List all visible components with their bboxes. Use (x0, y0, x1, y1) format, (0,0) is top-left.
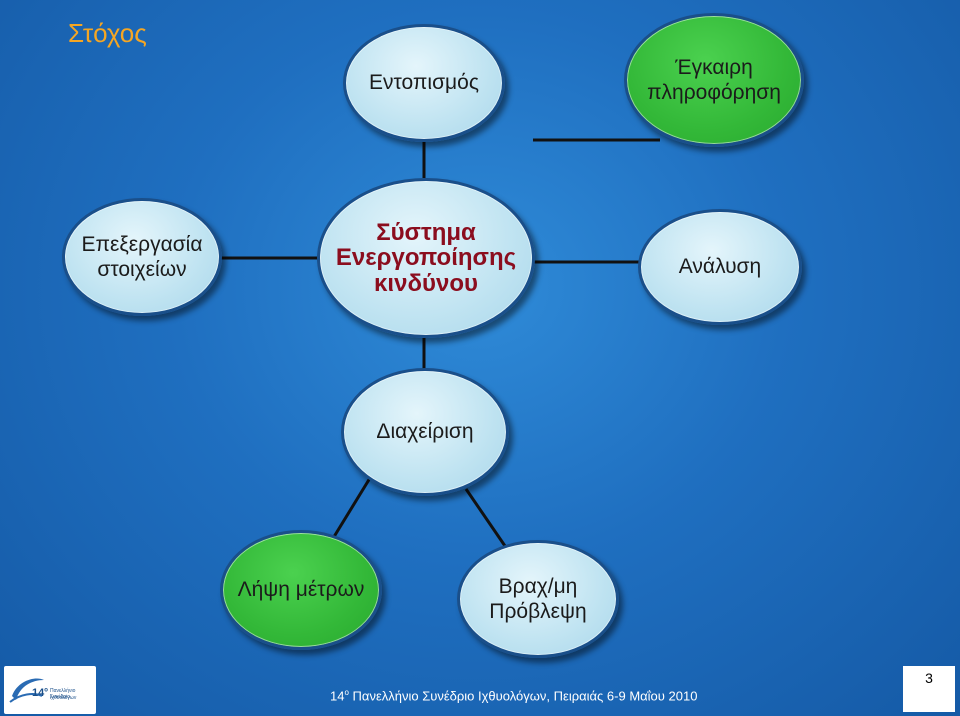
logo-number: 14ο (32, 687, 48, 699)
page-number: 3 (903, 666, 955, 712)
node-vraxmi-provlepsi: Βραχ/μη Πρόβλεψη (457, 540, 619, 658)
link-diaxeirisi-lipsi (330, 477, 372, 541)
node-analysi: Ανάλυση (638, 209, 802, 325)
node-epexergasia-stoixeion: Επεξεργασία στοιχείων (62, 198, 222, 316)
node-entopismos: Εντοπισμός (343, 24, 505, 142)
fish-logo-icon (9, 678, 44, 703)
footer-conference-text: 14ο Πανελλήνιο Συνέδριο Ιχθυολόγων, Πειρ… (330, 688, 698, 704)
node-egkairi-pliroforisi: Έγκαιρη πληροφόρηση (624, 13, 804, 147)
node-center-systima: Σύστημα Ενεργοποίησης κινδύνου (317, 178, 535, 338)
slide-title: Στόχος (68, 18, 147, 48)
logo-line-1: Πανελλήνιο Συνέδριο (50, 688, 76, 700)
logo-line-2: Ιχθυολόγων (50, 695, 77, 701)
conference-logo: 14ο Πανελλήνιο Συνέδριο Ιχθυολόγων (4, 666, 96, 714)
node-lipsi-metron: Λήψη μέτρων (220, 530, 382, 650)
link-diaxeirisi-vraxmi (464, 488, 507, 547)
node-diaxeirisi: Διαχείριση (341, 368, 509, 496)
